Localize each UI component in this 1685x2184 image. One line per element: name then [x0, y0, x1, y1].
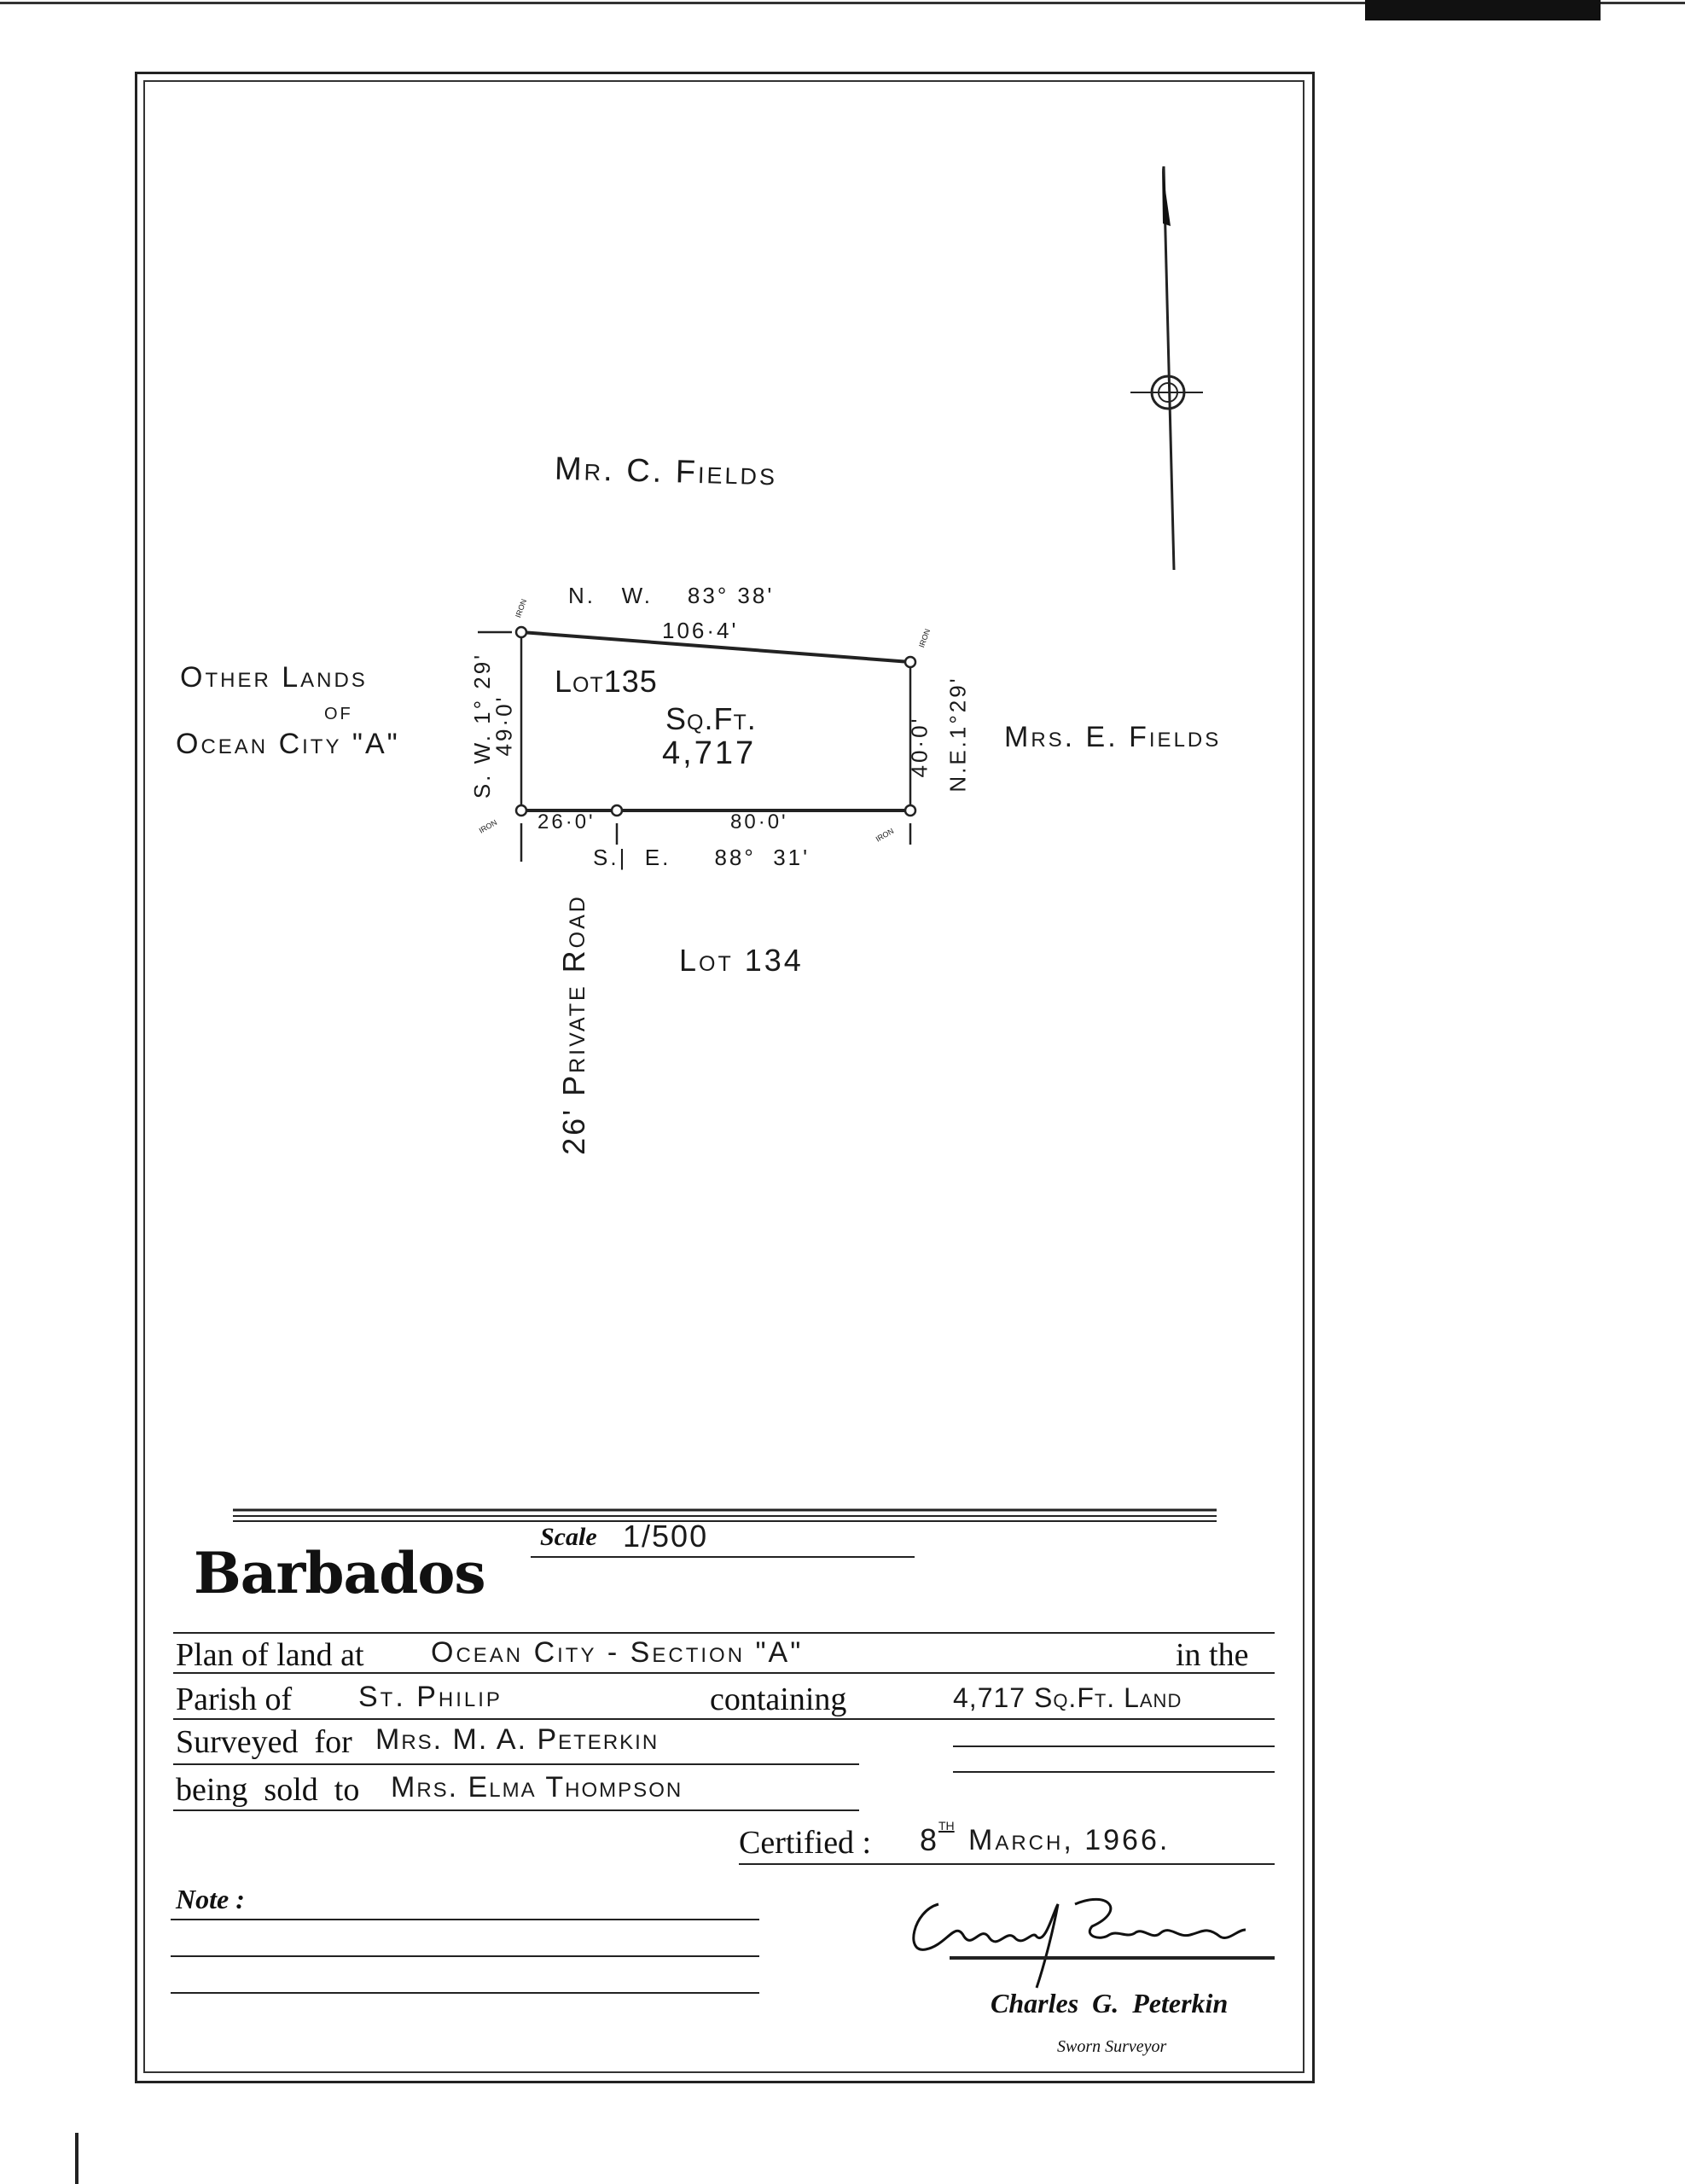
- west-length: 49·0': [491, 694, 517, 757]
- sold-to-value: Mrs. Elma Thompson: [391, 1771, 683, 1804]
- title-double-rule: [233, 1508, 1217, 1522]
- sold-to-label: being sold to: [176, 1772, 360, 1808]
- certified-suffix: th: [938, 1815, 955, 1834]
- west-owner-line3: Ocean City "A": [176, 728, 400, 760]
- scale-value: 1/500: [623, 1519, 709, 1554]
- note-label: Note :: [176, 1884, 245, 1914]
- note-line: [171, 1992, 759, 1994]
- south-length-2: 80·0': [730, 810, 788, 834]
- lot-label: Lot135: [555, 664, 658, 699]
- surveyor-title: Sworn Surveyor: [1057, 2037, 1167, 2056]
- certified-label: Certified :: [739, 1825, 872, 1861]
- location-value: Ocean City - Section "A": [431, 1636, 804, 1669]
- surveyor-name: Charles G. Peterkin: [991, 1988, 1229, 2018]
- in-the-label: in the: [1176, 1637, 1249, 1673]
- scale-underline: [531, 1556, 915, 1558]
- north-length: 106·4': [662, 618, 739, 643]
- road-label: 26' Private Road: [555, 894, 591, 1155]
- blank-line: [953, 1771, 1275, 1773]
- plan-inner-border: [143, 80, 1304, 2073]
- parcel-boundary: [478, 630, 912, 862]
- signature-line: [950, 1956, 1275, 1960]
- south-bearing: S.| E. 88° 31': [593, 845, 811, 870]
- scale-label: Scale: [540, 1523, 597, 1551]
- scan-edge-line: [0, 2, 1685, 4]
- note-line: [171, 1919, 759, 1920]
- containing-value: 4,717 Sq.Ft. Land: [953, 1682, 1182, 1713]
- certified-day: 8: [920, 1822, 940, 1857]
- area-unit: Sq.Ft.: [665, 701, 757, 736]
- north-arrow-icon: [1130, 166, 1203, 571]
- south-length-1: 26·0': [537, 810, 596, 834]
- plan-of-land-underline: [173, 1672, 1275, 1674]
- iron-marker-icon: [514, 625, 917, 817]
- blank-line: [953, 1745, 1275, 1747]
- east-owner-label: Mrs. E. Fields: [1004, 721, 1222, 753]
- containing-label: containing: [710, 1682, 847, 1717]
- sold-to-underline: [173, 1809, 859, 1811]
- certified-underline: [739, 1863, 1275, 1865]
- parish-label: Parish of: [176, 1682, 293, 1717]
- scan-black-bar: [1365, 0, 1601, 20]
- area-value: 4,717: [662, 735, 757, 771]
- note-line: [171, 1955, 759, 1957]
- north-owner-label: Mr. C. Fields: [554, 450, 778, 493]
- parish-underline: [173, 1718, 1275, 1720]
- plan-of-land-label: Plan of land at: [176, 1637, 364, 1673]
- south-lot-label: Lot 134: [679, 943, 804, 978]
- east-bearing: N.E.1°29': [944, 676, 971, 793]
- surveyed-for-label: Surveyed for: [176, 1724, 352, 1760]
- title-rule-top: [173, 1632, 1275, 1634]
- country-title: Barbados: [194, 1540, 486, 1606]
- surveyed-for-value: Mrs. M. A. Peterkin: [375, 1723, 659, 1756]
- surveyed-for-underline: [173, 1763, 859, 1765]
- west-owner-line2: of: [324, 698, 353, 724]
- east-length: 40·0': [906, 716, 933, 778]
- signature-scrawl: [912, 1897, 1246, 1989]
- plan-outer-border: [135, 72, 1315, 2083]
- north-bearing: N. W. 83° 38': [568, 583, 775, 608]
- certified-date: March, 1966.: [968, 1824, 1171, 1856]
- west-owner-line1: Other Lands: [180, 661, 368, 694]
- scan-left-mark: [75, 2133, 78, 2184]
- parish-value: St. Philip: [358, 1681, 503, 1713]
